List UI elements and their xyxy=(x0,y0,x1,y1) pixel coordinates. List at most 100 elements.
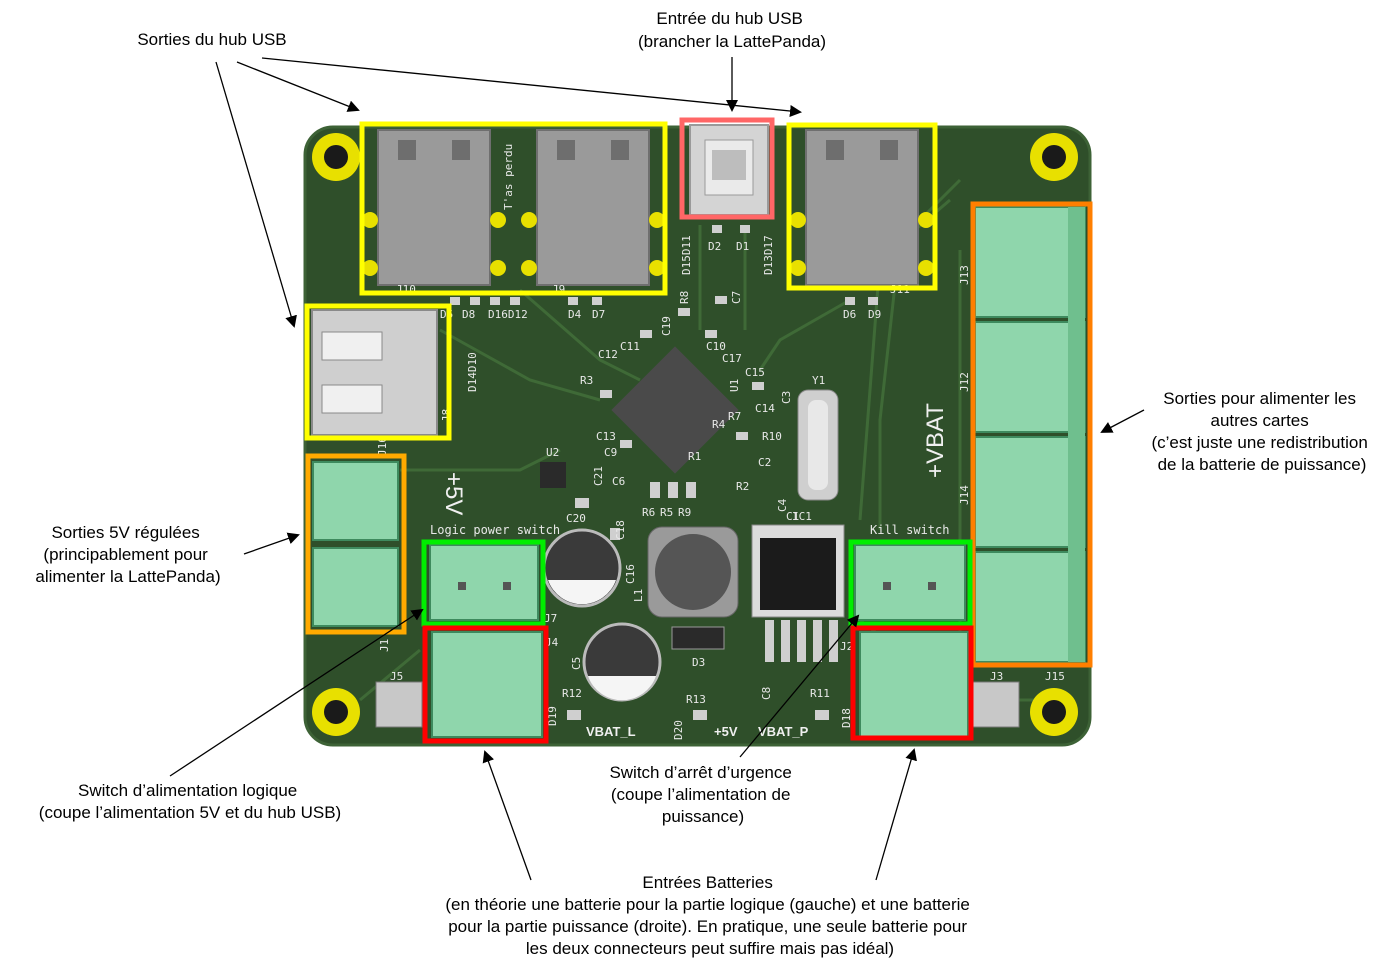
silk-r1: R1 xyxy=(688,450,701,463)
silk-d2: D2 xyxy=(708,240,721,253)
logic-switch-header xyxy=(430,545,538,620)
usb-a-port-j10 xyxy=(362,130,506,285)
silk-c9: C9 xyxy=(604,446,617,459)
connector-j3 xyxy=(973,682,1019,727)
silk-c5: C5 xyxy=(570,657,583,670)
label-emergency-stop-line: puissance) xyxy=(662,807,744,826)
silk-c6: C6 xyxy=(612,475,625,488)
silk-y1: Y1 xyxy=(812,374,825,387)
silk-ic1: IC1 xyxy=(792,510,812,523)
label-board-power-outputs-line: autres cartes xyxy=(1211,411,1309,430)
silk-d3: D3 xyxy=(692,656,705,669)
silk-c2: C2 xyxy=(758,456,771,469)
silk-plus-5v-small: +5V xyxy=(714,724,738,739)
silk-tas-perdu: T'as perdu xyxy=(502,144,515,210)
capacitor-c5 xyxy=(584,624,660,700)
silk-j13: J13 xyxy=(958,265,971,285)
label-battery-inputs: Entrées Batteries (en théorie une batter… xyxy=(445,873,974,958)
silk-c8: C8 xyxy=(760,687,773,700)
regulator-ic1 xyxy=(752,525,844,662)
label-logic-power-switch-line: (coupe l’alimentation 5V et du hub USB) xyxy=(39,803,341,822)
ic-u2 xyxy=(540,462,566,488)
arrow-5v xyxy=(244,535,298,554)
silk-j1: J1 xyxy=(378,639,391,652)
usb-a-port-j8 xyxy=(312,310,437,435)
silk-r7: R7 xyxy=(728,410,741,423)
silk-d6: D6 xyxy=(843,308,856,321)
silk-c14: C14 xyxy=(755,402,775,415)
silk-d14d10: D14D10 xyxy=(466,352,479,392)
diode-d3 xyxy=(672,627,724,649)
label-battery-inputs-line: pour la partie puissance (droite). En pr… xyxy=(448,917,967,936)
silk-c12: C12 xyxy=(598,348,618,361)
silk-r4: R4 xyxy=(712,418,726,431)
usb-a-port-j9 xyxy=(521,130,665,285)
silk-r6: R6 xyxy=(642,506,655,519)
label-regulated-5v-line: (principablement pour xyxy=(43,545,208,564)
silk-c7: C7 xyxy=(730,291,743,304)
silk-j5: J5 xyxy=(390,670,403,683)
silk-vbat: +VBAT xyxy=(922,403,949,478)
silk-c19: C19 xyxy=(660,316,673,336)
label-usb-hub-outputs: Sorties du hub USB xyxy=(137,30,286,49)
silk-d9: D9 xyxy=(868,308,881,321)
silk-j3: J3 xyxy=(990,670,1003,683)
silk-r2: R2 xyxy=(736,480,749,493)
usb-a-port-j11 xyxy=(790,130,934,285)
silk-d4: D4 xyxy=(568,308,582,321)
silk-l1: L1 xyxy=(632,589,645,602)
silk-r3: R3 xyxy=(580,374,593,387)
label-logic-power-switch-line: Switch d’alimentation logique xyxy=(78,781,297,800)
silk-kill-switch: Kill switch xyxy=(870,523,949,537)
kill-switch-header xyxy=(855,545,965,620)
silk-r13: R13 xyxy=(686,693,706,706)
crystal-y1 xyxy=(798,390,838,500)
label-regulated-5v: Sorties 5V régulées (principablement pou… xyxy=(35,523,220,586)
label-regulated-5v-line: alimenter la LattePanda) xyxy=(35,567,220,586)
label-regulated-5v-line: Sorties 5V régulées xyxy=(51,523,199,542)
silk-c11: C11 xyxy=(620,340,640,353)
silk-logic-power-switch: Logic power switch xyxy=(430,523,560,537)
silk-d20: D20 xyxy=(672,720,685,740)
label-usb-hub-input-line: Entrée du hub USB xyxy=(656,9,802,28)
silk-u1: U1 xyxy=(728,379,741,392)
arrow-usb-left xyxy=(237,62,358,110)
inductor-l1 xyxy=(648,527,738,617)
silk-c20: C20 xyxy=(566,512,586,525)
silk-c17: C17 xyxy=(722,352,742,365)
silk-c18: C18 xyxy=(614,520,627,540)
label-logic-power-switch: Switch d’alimentation logique (coupe l’a… xyxy=(39,781,341,822)
label-board-power-outputs: Sorties pour alimenter les autres cartes… xyxy=(1151,389,1372,474)
arrow-battery-left xyxy=(485,752,531,880)
silk-j12: J12 xyxy=(958,372,971,392)
silk-r5: R5 xyxy=(660,506,673,519)
silk-r12: R12 xyxy=(562,687,582,700)
silk-c3: C3 xyxy=(780,391,793,404)
silk-d13d17: D13D17 xyxy=(762,235,775,275)
silk-d16d12: D16D12 xyxy=(488,308,528,321)
label-board-power-outputs-line: Sorties pour alimenter les xyxy=(1163,389,1356,408)
label-emergency-stop-line: (coupe l’alimentation de xyxy=(611,785,791,804)
arrow-battery-right xyxy=(876,750,914,880)
capacitor-c16 xyxy=(544,530,620,606)
arrow-board-power xyxy=(1102,410,1144,432)
silk-vbat-l: VBAT_L xyxy=(586,724,636,739)
label-board-power-outputs-line: (c’est juste une redistribution xyxy=(1151,433,1367,452)
silk-u2: U2 xyxy=(546,446,559,459)
silk-r9: R9 xyxy=(678,506,691,519)
silk-d1: D1 xyxy=(736,240,749,253)
silk-c4: C4 xyxy=(776,498,789,512)
silk-c16: C16 xyxy=(624,564,637,584)
silk-r11: R11 xyxy=(810,687,830,700)
silk-c13: C13 xyxy=(596,430,616,443)
label-board-power-outputs-line: de la batterie de puissance) xyxy=(1158,455,1367,474)
label-battery-inputs-line: les deux connecteurs peut suffire mais p… xyxy=(526,939,894,958)
connector-j5 xyxy=(376,682,422,727)
silk-j15: J15 xyxy=(1045,670,1065,683)
silk-d7: D7 xyxy=(592,308,605,321)
label-battery-inputs-line: (en théorie une batterie pour la partie … xyxy=(445,895,970,914)
arrow-usb-side xyxy=(216,62,294,326)
silk-c15: C15 xyxy=(745,366,765,379)
silk-d15d11: D15D11 xyxy=(680,235,693,275)
